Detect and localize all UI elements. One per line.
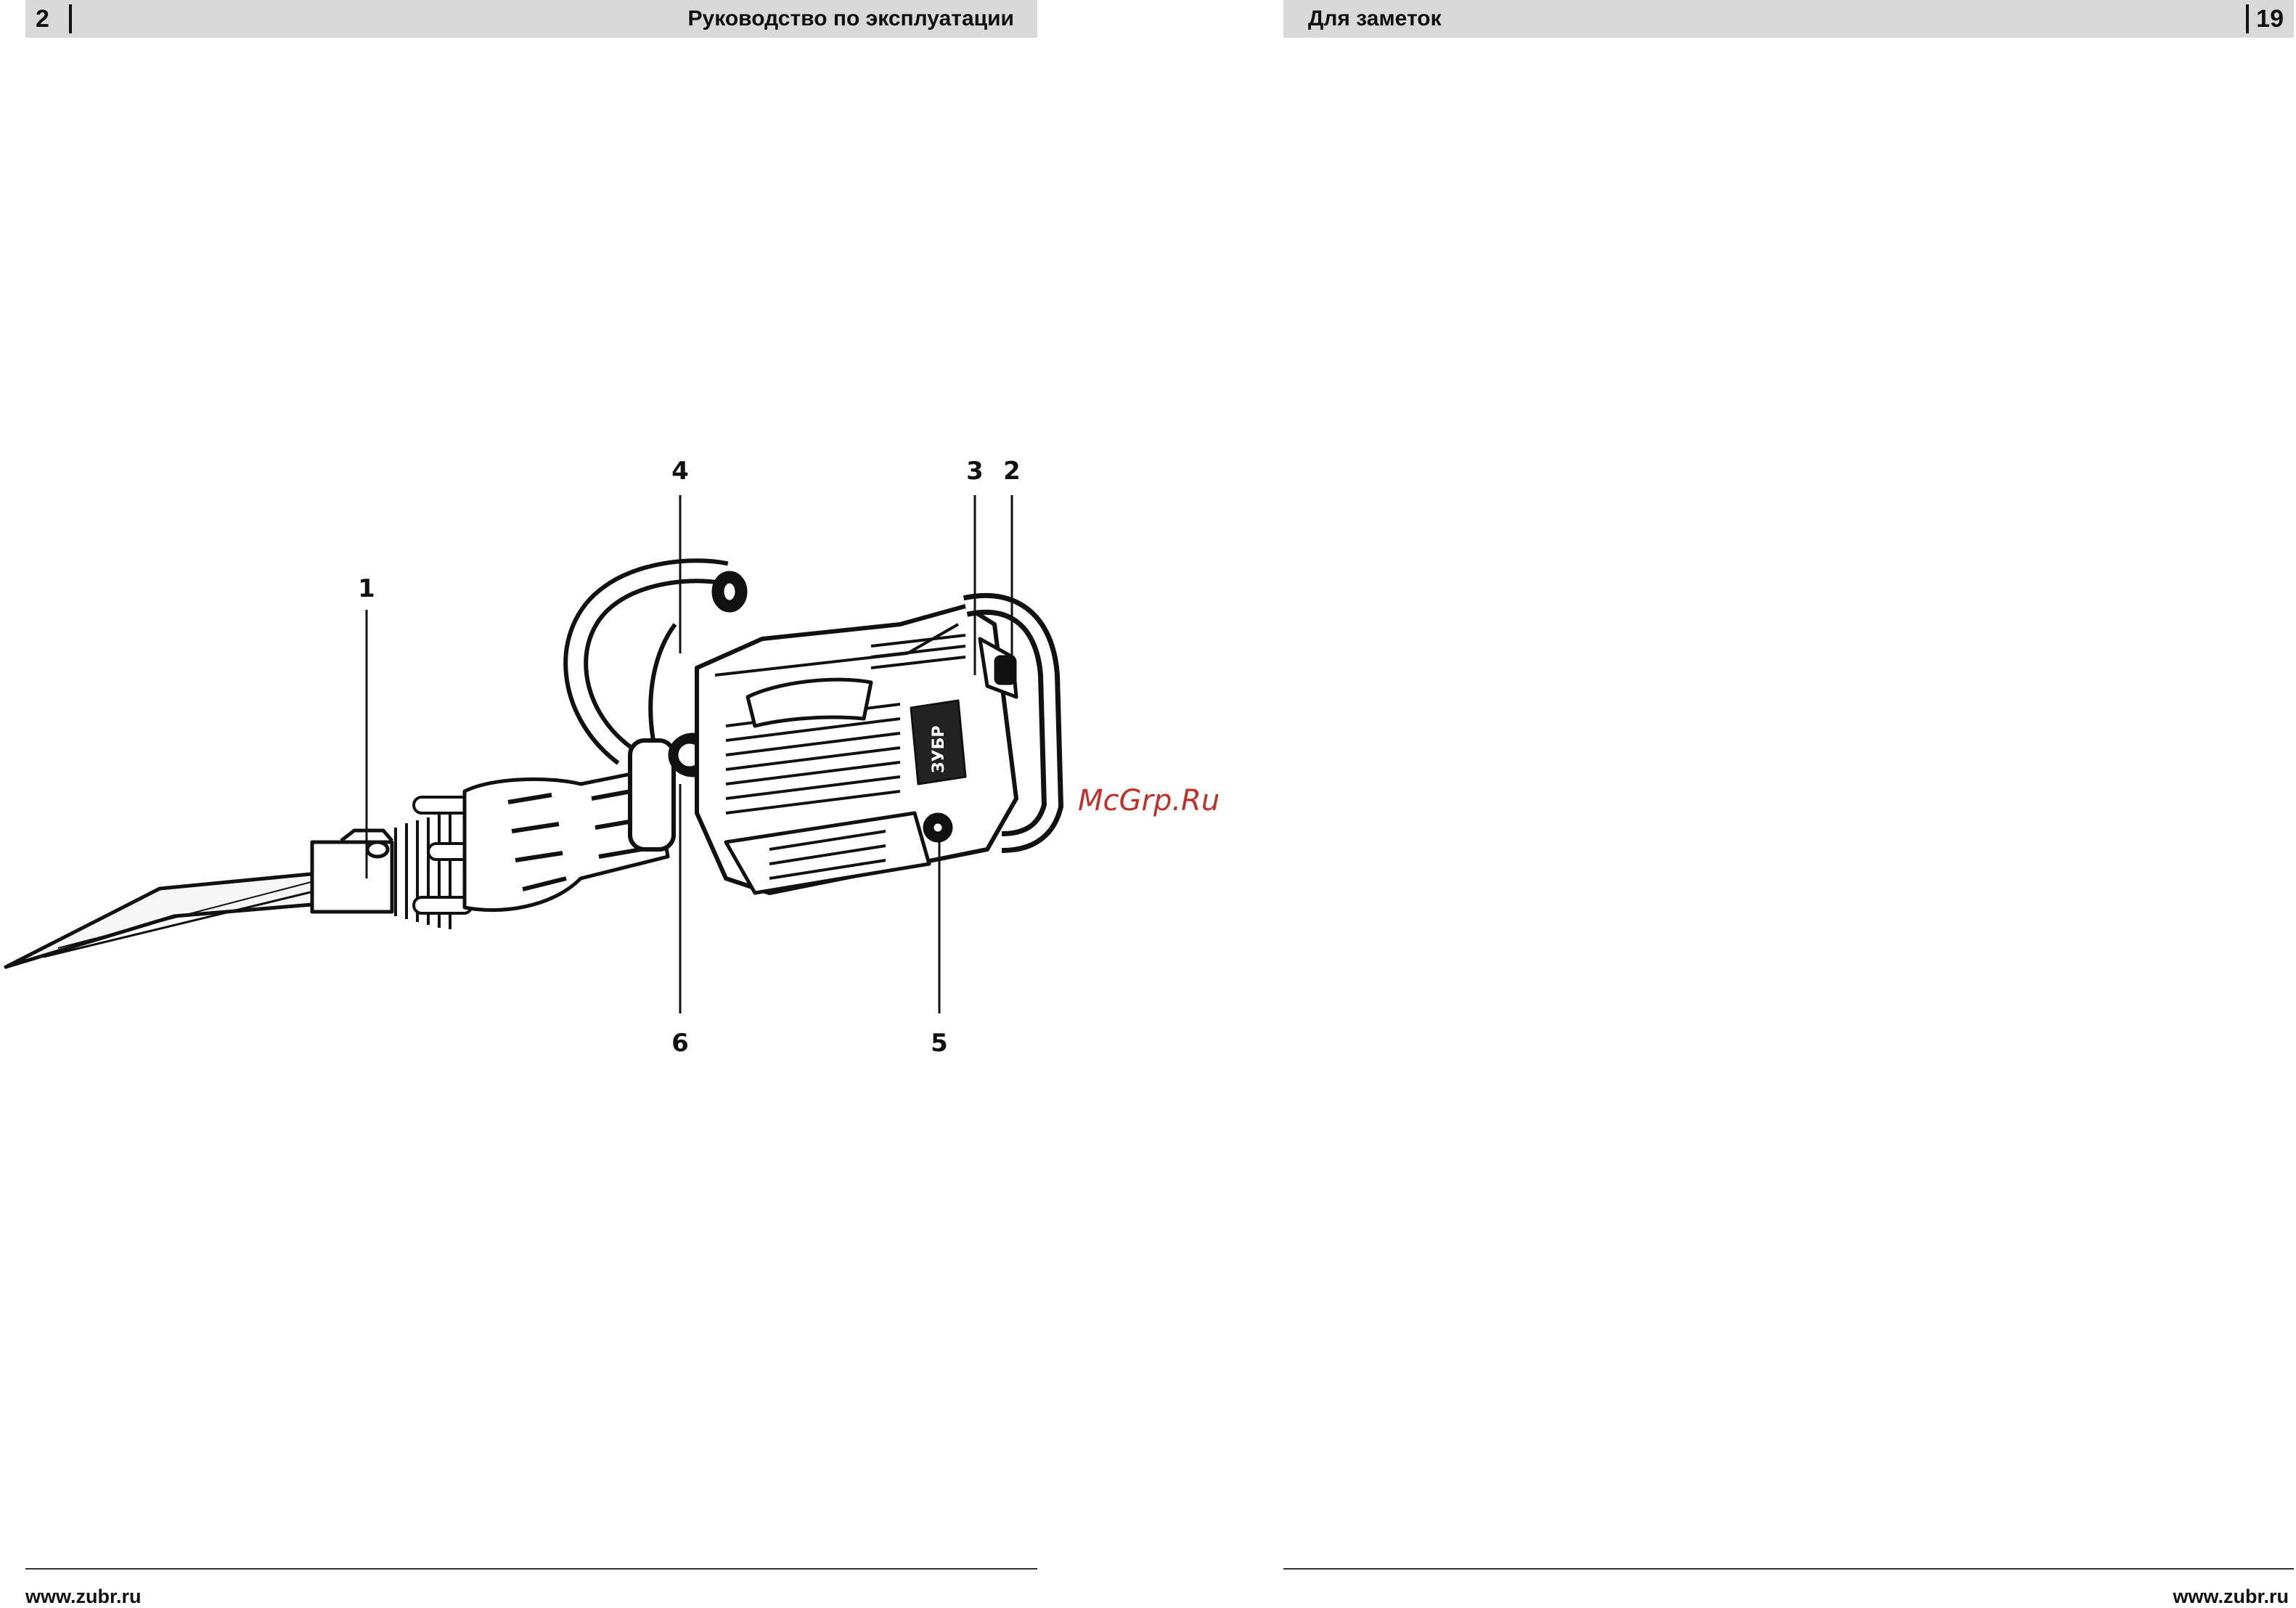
svg-text:ЗУБР: ЗУБР: [930, 726, 948, 773]
right-header-title: Для заметок: [1308, 7, 1442, 31]
left-footer-rule: [25, 1568, 1037, 1570]
lock-button: [925, 815, 951, 841]
callout-4: 4: [671, 457, 689, 486]
header-separator: [69, 4, 72, 33]
right-footer-rule: [1283, 1568, 2294, 1570]
right-page-header: Для заметок 19: [1283, 0, 2294, 38]
left-page-number: 2: [36, 5, 49, 33]
left-footer-url: www.zubr.ru: [25, 1585, 142, 1608]
left-header-title: Руководство по эксплуатации: [688, 7, 1014, 31]
callout-5: 5: [931, 1029, 948, 1058]
callout-2: 2: [1003, 457, 1021, 486]
demolition-hammer-illustration: ЗУБР 1 2 3 4 5 6: [0, 436, 1278, 1074]
right-footer-url: www.zubr.ru: [2173, 1585, 2289, 1608]
left-page-header: 2 Руководство по эксплуатации: [25, 0, 1037, 38]
watermark: McGrp.Ru: [1078, 784, 1220, 817]
motor-body: [697, 606, 1016, 893]
brand-logo: ЗУБР: [930, 726, 948, 773]
header-separator: [2246, 4, 2249, 33]
callout-1: 1: [358, 574, 375, 603]
callout-3: 3: [966, 457, 984, 486]
chisel-bit: [6, 871, 347, 967]
callout-6: 6: [671, 1029, 689, 1058]
right-page-number: 19: [2256, 5, 2284, 33]
